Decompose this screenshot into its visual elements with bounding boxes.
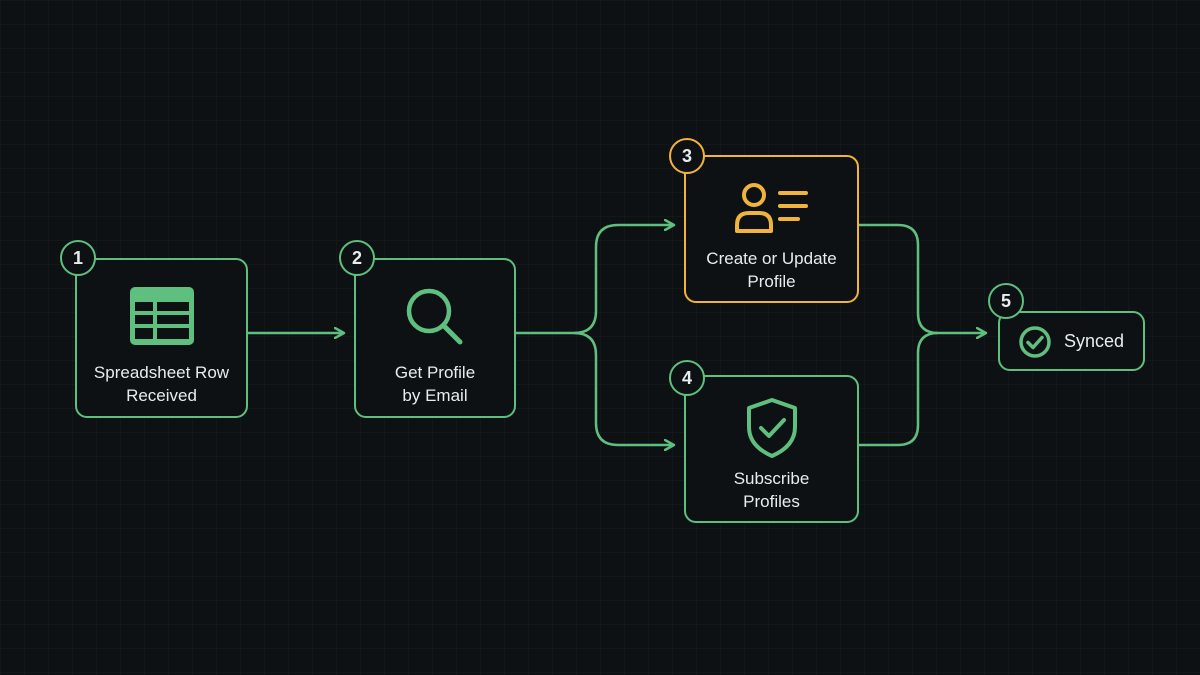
- step-badge-5: 5: [988, 283, 1024, 319]
- step-badge-1: 1: [60, 240, 96, 276]
- shield-check-icon: [686, 397, 857, 459]
- spreadsheet-icon: [77, 286, 246, 346]
- node-get-profile-by-email[interactable]: Get Profile by Email: [354, 258, 516, 418]
- user-profile-icon: [686, 181, 857, 235]
- node-label-line: Spreadsheet Row: [93, 363, 230, 382]
- node-label-line: by Email: [402, 386, 468, 405]
- step-badge-3: 3: [669, 138, 705, 174]
- node-label-line: Subscribe: [733, 469, 810, 488]
- step-badge-2: 2: [339, 240, 375, 276]
- node-spreadsheet-row-received[interactable]: Spreadsheet Row Received: [75, 258, 248, 418]
- node-label: Create or Update Profile: [686, 247, 857, 293]
- node-label: Spreadsheet Row Received: [77, 361, 246, 407]
- connector-2-to-3: [516, 225, 674, 335]
- search-icon: [356, 284, 514, 350]
- node-label: Get Profile by Email: [356, 361, 514, 407]
- connector-3-to-5: [858, 223, 986, 333]
- node-label-line: Create or Update: [706, 249, 837, 268]
- node-label-line: Received: [126, 386, 197, 405]
- node-subscribe-profiles[interactable]: Subscribe Profiles: [684, 375, 859, 523]
- connector-4-to-5: [858, 331, 939, 447]
- node-create-or-update-profile[interactable]: Create or Update Profile: [684, 155, 859, 303]
- node-label-line: Profile: [747, 272, 796, 291]
- node-label: Synced: [1064, 331, 1125, 351]
- step-badge-4: 4: [669, 360, 705, 396]
- connector-2-to-4: [573, 331, 674, 445]
- node-label: Subscribe Profiles: [686, 467, 857, 513]
- node-label-line: Profiles: [743, 492, 800, 511]
- node-synced[interactable]: Synced: [998, 311, 1145, 371]
- node-label-line: Get Profile: [394, 363, 476, 382]
- check-circle-icon: [1018, 325, 1052, 364]
